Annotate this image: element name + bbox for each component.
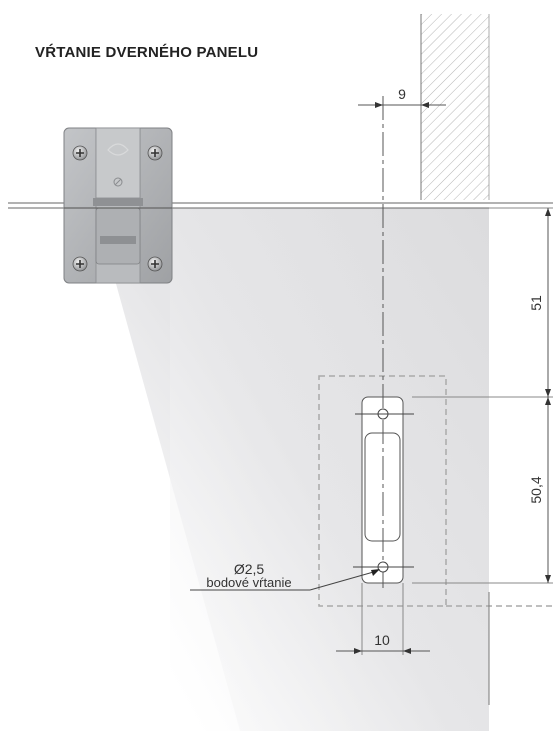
hinge-image (63, 127, 173, 284)
dimension-offset: 9 (358, 86, 446, 108)
drill-annotation: Ø2,5 bodové vŕtanie (190, 561, 380, 591)
wall-section (420, 14, 490, 200)
door-panel (95, 208, 489, 731)
screw-icon (72, 256, 88, 272)
dim-label-edge-to-hole: 51 (528, 295, 544, 311)
dimension-edge-to-hole: 51 (412, 207, 553, 398)
dimension-width: 10 (336, 583, 430, 655)
dimension-hole-spacing: 50,4 (412, 397, 553, 584)
drill-hole-bottom (353, 561, 414, 573)
page-title: VŔTANIE DVERNÉHO PANELU (35, 44, 259, 61)
dim-label-hole-spacing: 50,4 (528, 476, 544, 503)
drill-hole-top (355, 408, 414, 420)
dim-label-offset: 9 (398, 86, 406, 102)
drill-diameter-label: Ø2,5 (234, 561, 265, 577)
dim-label-width: 10 (374, 632, 390, 648)
screw-icon (147, 256, 163, 272)
drill-note-label: bodové vŕtanie (206, 575, 291, 590)
screw-icon (72, 145, 88, 161)
screw-icon (147, 145, 163, 161)
